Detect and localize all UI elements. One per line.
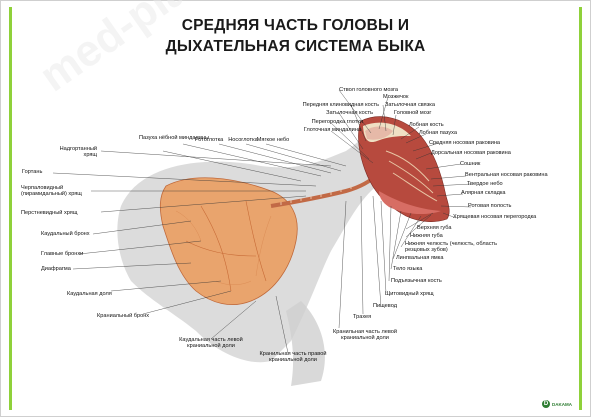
- title-line-1: СРЕДНЯЯ ЧАСТЬ ГОЛОВЫ И: [181, 17, 410, 34]
- leader-lines-left: [52, 143, 347, 315]
- leader-lines-top: [330, 89, 440, 164]
- label-frontal-sinus: Лобная пазуха: [419, 130, 457, 136]
- label-occipital-bone: Затылочная кость: [326, 110, 373, 116]
- trachea-rings: [280, 186, 352, 205]
- label-tonsillar-sinus: Пазуха нёбной миндалины: [139, 135, 209, 141]
- label-lower-lip: Нижняя губа: [410, 233, 443, 239]
- label-caudal-part-left-cranial-lobe: Каудальная часть левой краниальной доли: [179, 337, 243, 350]
- label-vomer: Сошник: [460, 161, 481, 167]
- tongue: [379, 191, 441, 215]
- lung-texture: [175, 210, 272, 285]
- label-cartilage-septum: Хрящевая носовая перегородка: [453, 214, 537, 220]
- label-larynx: Гортань: [22, 169, 43, 175]
- label-ventral-turbinate: Вентральная носовая раковина: [465, 172, 548, 178]
- label-nasopharynx: Носоглотка: [228, 137, 258, 143]
- label-caudal-lobe: Каудальная доля: [67, 291, 112, 297]
- label-esophagus: Пищевод: [373, 303, 397, 309]
- label-epiglottis: Надгортанный хрящ: [59, 146, 97, 159]
- label-upper-lip: Верхняя губа: [417, 225, 452, 231]
- publisher-logo: D DAKAMA: [542, 400, 572, 408]
- leader-lines-bottom: [210, 295, 289, 354]
- label-middle-turbinate: Средняя носовая раковина: [429, 140, 501, 146]
- label-trachea: Трахея: [353, 314, 372, 320]
- lungs: [159, 177, 298, 305]
- title-line-2: ДЫХАТЕЛЬНАЯ СИСТЕМА БЫКА: [165, 38, 426, 55]
- label-arytenoid: Черпаловидный (пирамидальный) хрящ: [21, 185, 82, 198]
- label-frontal-bone: Лобная кость: [409, 122, 444, 128]
- leader-lines-right: [338, 152, 472, 329]
- label-hyoid: Подъязычная кость: [391, 278, 442, 284]
- label-main-bronchi: Главные бронхи: [41, 251, 84, 257]
- lung-lobe-lines: [185, 200, 267, 292]
- logo-text: DAKAMA: [552, 401, 572, 407]
- label-mandible: Нижняя челюсть (челюсть, область резцовы…: [405, 241, 497, 254]
- label-soft-palate: Мягкое небо: [256, 137, 290, 143]
- label-diaphragm: Диафрагма: [41, 266, 71, 272]
- label-presphenoid: Передняя клиновидная кость: [302, 102, 379, 108]
- label-oropharynx: Ротоглотка: [194, 137, 224, 143]
- label-cranial-part-left-cranial-lobe: Кранильная часть левой краниальной доли: [332, 329, 398, 342]
- label-cranial-bronchus: Краниальный бронх: [97, 313, 150, 319]
- label-caudal-bronchus: Каудальный бронх: [41, 231, 90, 237]
- label-lingual-fossa: Лингвальная ямка: [396, 255, 444, 261]
- label-pharyngeal-tonsil: Глоточная миндалина: [303, 127, 361, 133]
- label-thyroid-cartilage: Щитовидный хрящ: [385, 291, 434, 297]
- label-tongue-body: Тело языка: [393, 266, 423, 272]
- logo-mark-icon: D: [542, 400, 550, 408]
- label-nuchal-ligament: Затылочная связка: [385, 102, 435, 108]
- label-pharyngeal-septum: Перегородка глотки: [311, 119, 363, 125]
- nasal-turbinates: [385, 150, 438, 202]
- bull-leg-shadow: [286, 301, 325, 386]
- label-oral-cavity: Ротовая полость: [468, 203, 512, 209]
- label-brain-stem: Ствол головного мозга: [339, 87, 398, 93]
- label-dorsal-turbinate: Дорсальная носовая раковина: [431, 150, 511, 156]
- label-cranial-part-right-cranial-lobe: Кранильная часть правой краниальной доли: [259, 351, 327, 364]
- label-hard-palate: Твердое небо: [467, 181, 503, 187]
- label-alar-fold: Алярная складка: [461, 190, 506, 196]
- poster-title: СРЕДНЯЯ ЧАСТЬ ГОЛОВЫ И ДЫХАТЕЛЬНАЯ СИСТЕ…: [1, 15, 590, 57]
- label-cricoid: Перстневидный хрящ: [21, 210, 78, 216]
- label-brain: Головной мозг: [394, 110, 432, 116]
- label-cerebellum: Мозжечок: [383, 94, 409, 100]
